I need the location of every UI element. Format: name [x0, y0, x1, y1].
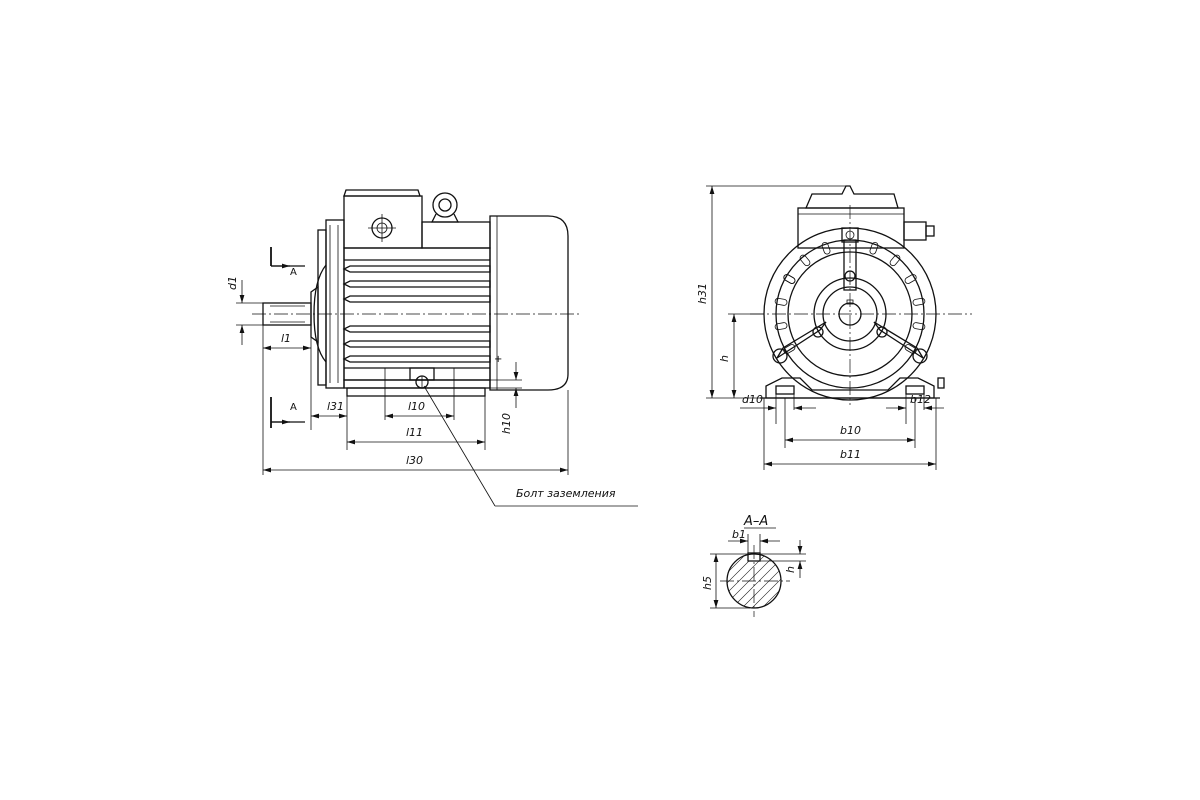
dim-b1: b1 — [728, 528, 780, 553]
dim-l31: l31 — [311, 396, 348, 450]
dim-h31-label: h31 — [696, 283, 709, 304]
dim-key-h-label: h — [784, 566, 797, 573]
dim-l11-label: l11 — [406, 426, 423, 439]
dim-l10: l10 — [384, 396, 455, 420]
dim-key-h: h — [760, 540, 806, 578]
dim-b1-label: b1 — [732, 528, 746, 541]
dim-l1-label: l1 — [281, 332, 291, 345]
fin-slots — [774, 242, 926, 354]
plus-mark: + — [494, 354, 502, 365]
dim-h31: h31 — [696, 185, 848, 399]
dim-h10: h10 — [490, 362, 522, 434]
fan-cover — [489, 215, 569, 391]
dim-h10-label: h10 — [500, 413, 513, 434]
dim-b10: b10 — [784, 398, 916, 448]
dim-d10-label: d10 — [742, 393, 763, 406]
motor-feet — [343, 367, 491, 397]
dim-h: h — [718, 313, 764, 398]
dim-b10-label: b10 — [840, 424, 861, 437]
cooling-fins — [342, 265, 491, 363]
dim-l30-label: l30 — [406, 454, 423, 467]
ground-bolt-leader: Болт заземления — [423, 385, 638, 507]
lifting-eye — [430, 192, 460, 223]
section-mark-bottom-label: A — [290, 402, 297, 413]
dim-l10-label: l10 — [408, 400, 425, 413]
dim-b11: b11 — [763, 398, 937, 470]
ground-bolt-label: Болт заземления — [516, 487, 616, 500]
dim-d1-label: d1 — [226, 276, 239, 290]
front-view: h31 h d10 b12 b10 — [696, 185, 972, 470]
dim-h-label: h — [718, 355, 731, 362]
dim-l11: l11 — [347, 396, 486, 450]
section-mark-bottom: A — [270, 397, 305, 428]
dim-b11-label: b11 — [840, 448, 861, 461]
front-shield — [310, 219, 345, 389]
dim-h5: h5 — [701, 553, 750, 609]
dim-l30: l30 — [263, 390, 569, 475]
dim-b12-label: b12 — [910, 393, 931, 406]
dim-h5-label: h5 — [701, 576, 714, 590]
terminal-box — [343, 189, 491, 249]
side-view: A A d1 l1 l31 — [226, 189, 638, 507]
front-terminal-box — [797, 185, 935, 249]
section-aa: A–A b1 — [701, 514, 806, 617]
dim-l31-label: l31 — [327, 400, 344, 413]
section-mark-top-label: A — [290, 267, 297, 278]
dim-d10: d10 — [740, 393, 816, 424]
section-title: A–A — [743, 514, 768, 529]
section-mark-top: A — [270, 247, 305, 278]
dim-d1: d1 — [226, 276, 263, 345]
